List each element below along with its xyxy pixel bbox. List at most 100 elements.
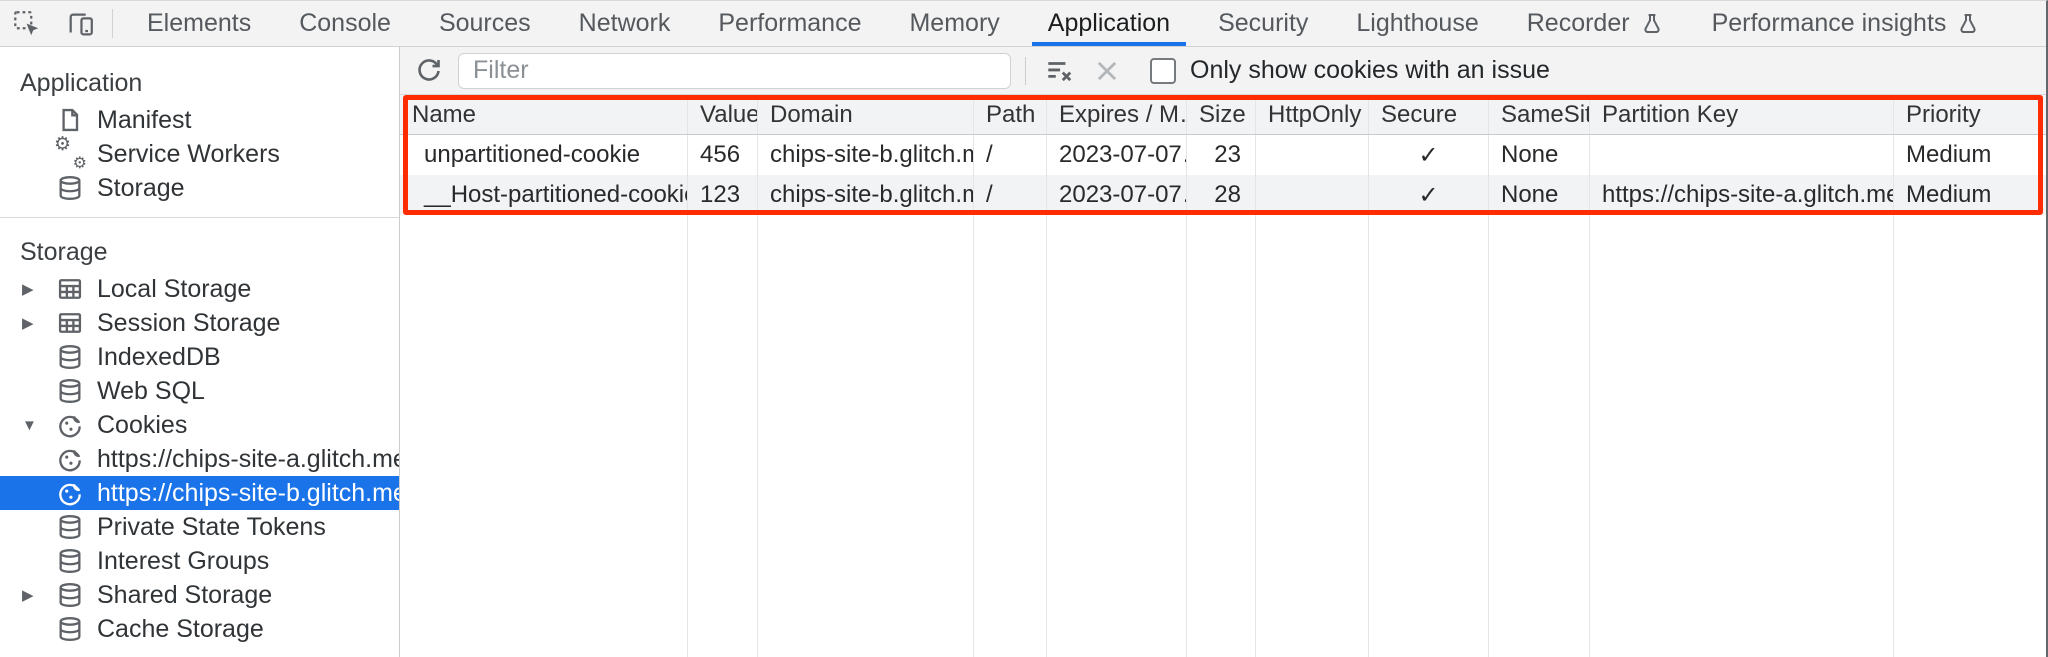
column-header-value[interactable]: Value: [688, 95, 758, 134]
filter-input[interactable]: [458, 52, 1011, 89]
sidebar-item-cookies-chips-site-b[interactable]: https://chips-site-b.glitch.me: [0, 476, 399, 510]
sidebar-item-label: IndexedDB: [97, 342, 221, 371]
table-row-host-partitioned-cookie[interactable]: __Host-partitioned-cookie 123 chips-site…: [400, 175, 2046, 215]
toolbar-divider: [1025, 56, 1026, 85]
clear-filter-icon: [1044, 56, 1074, 86]
column-header-partition-key[interactable]: Partition Key: [1590, 95, 1894, 134]
sidebar-item-web-sql[interactable]: Web SQL: [0, 374, 399, 408]
tab-sources[interactable]: Sources: [438, 9, 531, 37]
cell-priority: Medium: [1906, 141, 1992, 168]
gear-icon: ⚙: [2046, 8, 2048, 40]
cell-name: __Host-partitioned-cookie: [400, 175, 688, 215]
tab-elements[interactable]: Elements: [147, 9, 252, 37]
refresh-icon: [414, 56, 444, 86]
toolbar-divider: [112, 9, 113, 38]
sidebar-item-label: Storage: [97, 173, 185, 202]
column-header-domain[interactable]: Domain: [758, 95, 974, 134]
column-header-samesite[interactable]: SameSite: [1489, 95, 1590, 134]
tab-memory[interactable]: Memory: [909, 9, 1000, 37]
column-header-httponly[interactable]: HttpOnly: [1256, 95, 1369, 134]
cell-priority: Medium: [1894, 175, 2046, 215]
device-toolbar-icon: [66, 9, 96, 39]
cookies-table: Name Value Domain Path Expires / M… Size…: [400, 95, 2046, 657]
sidebar-item-shared-storage[interactable]: ▶ Shared Storage: [0, 578, 399, 612]
table-empty-area: [400, 215, 2046, 657]
tab-security[interactable]: Security: [1218, 9, 1309, 37]
cell-httponly: [1256, 175, 1369, 215]
column-header-secure[interactable]: Secure: [1369, 95, 1489, 134]
application-sidebar: Application Manifest ⚙⚙ Service Workers: [0, 47, 400, 657]
database-icon: [52, 174, 88, 202]
cell-secure-checkmark: ✓: [1369, 175, 1489, 215]
cell-partition-key: [1590, 135, 1894, 175]
inspect-element-button[interactable]: [0, 1, 54, 46]
cell-expires: 2023-07-07…: [1047, 135, 1187, 175]
tab-performance[interactable]: Performance: [718, 9, 862, 37]
chevron-right-icon[interactable]: ▶: [22, 587, 34, 604]
sidebar-item-label: Session Storage: [97, 308, 281, 337]
table-icon: [52, 309, 88, 337]
cookie-icon: [52, 411, 88, 439]
cell-size: 23: [1187, 135, 1256, 175]
refresh-button[interactable]: [410, 52, 448, 90]
tab-application[interactable]: Application: [1024, 1, 1194, 46]
cell-httponly: [1256, 135, 1369, 175]
cell-expires: 2023-07-07…: [1047, 175, 1187, 215]
sidebar-item-local-storage[interactable]: ▶ Local Storage: [0, 272, 399, 306]
sidebar-item-cookies[interactable]: ▼ Cookies: [0, 408, 399, 442]
checkbox-unchecked-icon[interactable]: [1150, 57, 1176, 84]
cell-value: 123: [688, 175, 758, 215]
experiment-flask-icon: [1956, 12, 1980, 36]
tab-performance-insights[interactable]: Performance insights: [1688, 1, 2005, 46]
sidebar-item-label: Private State Tokens: [97, 512, 326, 541]
column-header-expires[interactable]: Expires / M…: [1047, 95, 1187, 134]
database-icon: [52, 615, 88, 643]
settings-button[interactable]: ⚙: [2033, 8, 2048, 40]
document-icon: [52, 106, 88, 134]
checkbox-label: Only show cookies with an issue: [1190, 56, 1550, 84]
sidebar-item-label: Web SQL: [97, 376, 205, 405]
column-header-path[interactable]: Path: [974, 95, 1047, 134]
column-header-name[interactable]: Name: [400, 95, 688, 134]
clear-filter-button[interactable]: [1040, 52, 1078, 90]
sidebar-item-session-storage[interactable]: ▶ Session Storage: [0, 306, 399, 340]
section-title: Storage: [20, 238, 108, 266]
chevron-right-icon[interactable]: ▶: [22, 281, 34, 298]
chevron-down-icon[interactable]: ▼: [22, 416, 37, 434]
sidebar-item-indexeddb[interactable]: IndexedDB: [0, 340, 399, 374]
sidebar-item-label: Cache Storage: [97, 614, 264, 643]
cell-path: /: [974, 135, 1047, 175]
tab-network[interactable]: Network: [578, 9, 671, 37]
cell-partition-key: https://chips-site-a.glitch.me: [1590, 175, 1894, 215]
sidebar-item-cookies-chips-site-a[interactable]: https://chips-site-a.glitch.me: [0, 442, 399, 476]
sidebar-item-cache-storage[interactable]: Cache Storage: [0, 612, 399, 646]
sidebar-item-label: Manifest: [97, 105, 192, 134]
sidebar-item-storage[interactable]: Storage: [0, 171, 399, 205]
only-show-issue-checkbox-row[interactable]: Only show cookies with an issue: [1150, 56, 1550, 85]
gears-icon: ⚙⚙: [54, 134, 87, 172]
database-icon: [52, 581, 88, 609]
toggle-device-toolbar-button[interactable]: [54, 1, 108, 46]
sidebar-item-service-workers[interactable]: ⚙⚙ Service Workers: [0, 134, 399, 172]
column-header-size[interactable]: Size: [1187, 95, 1256, 134]
delete-selected-button[interactable]: [1088, 52, 1126, 90]
sidebar-item-private-state-tokens[interactable]: Private State Tokens: [0, 510, 399, 544]
tab-recorder[interactable]: Recorder: [1503, 1, 1688, 46]
column-header-priority[interactable]: Priority: [1894, 95, 2046, 134]
sidebar-section-application: Application Manifest ⚙⚙ Service Workers: [0, 47, 399, 205]
sidebar-section-storage: Storage ▶ Local Storage ▶: [0, 217, 399, 646]
cookie-icon: [52, 445, 88, 473]
cookies-panel: Only show cookies with an issue Name Val…: [400, 47, 2046, 657]
sidebar-item-label: Local Storage: [97, 274, 252, 303]
database-icon: [52, 343, 88, 371]
tab-console[interactable]: Console: [299, 9, 391, 37]
section-title: Application: [20, 69, 143, 97]
experiment-flask-icon: [1640, 12, 1664, 36]
chevron-right-icon[interactable]: ▶: [22, 315, 34, 332]
table-row-unpartitioned-cookie[interactable]: unpartitioned-cookie 456 chips-site-b.gl…: [400, 135, 2046, 175]
inspect-cursor-icon: [12, 9, 42, 39]
tab-lighthouse[interactable]: Lighthouse: [1356, 9, 1479, 37]
sidebar-item-manifest[interactable]: Manifest: [0, 103, 399, 137]
sidebar-item-label: Cookies: [97, 410, 188, 439]
sidebar-item-interest-groups[interactable]: Interest Groups: [0, 544, 399, 578]
